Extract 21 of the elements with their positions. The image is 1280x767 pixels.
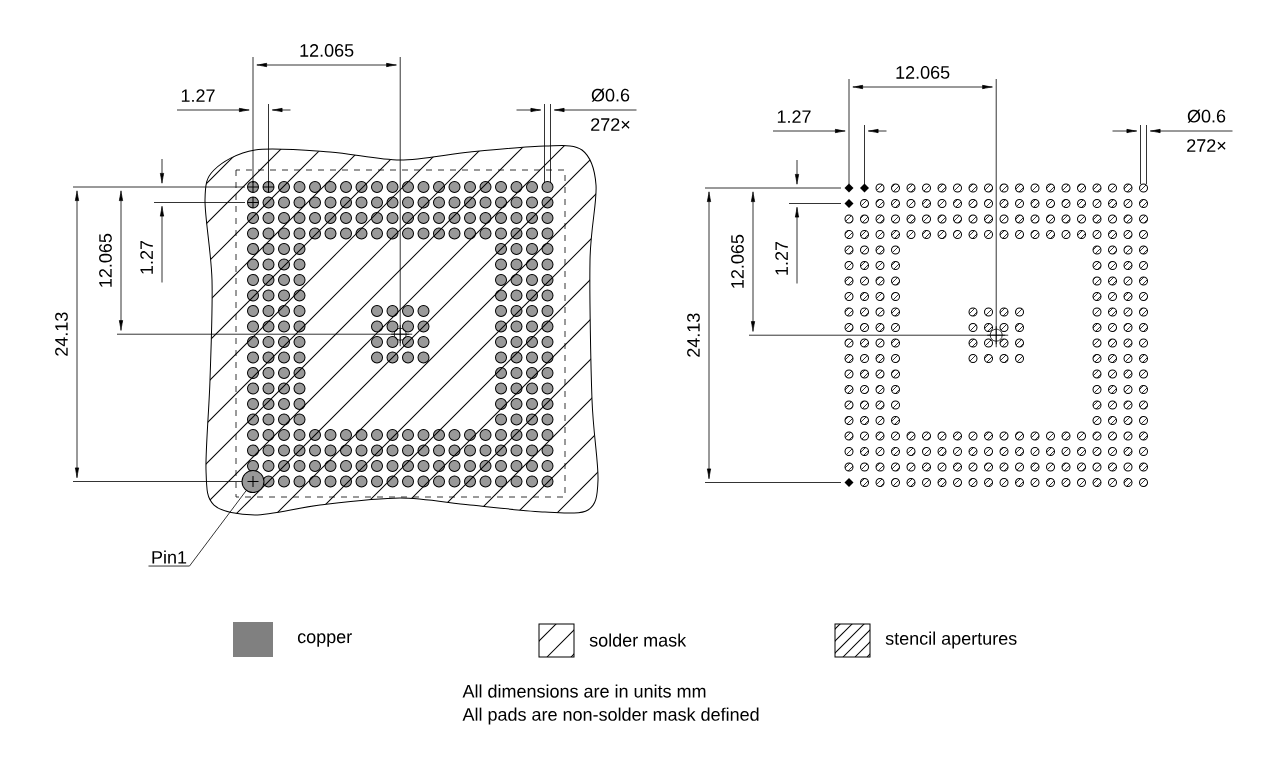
dimension-label: 24.13 (55, 312, 68, 356)
note-text: All pads are non-solder mask defined (462, 707, 759, 725)
dimension-label: 12.065 (731, 234, 744, 288)
dimension-label: 12.065 (99, 233, 112, 287)
dimension-label: 1.27 (140, 240, 153, 274)
dimension-label: 1.27 (181, 89, 215, 102)
legend-label: copper (297, 633, 352, 647)
note-text: All dimensions are in units mm (462, 684, 706, 698)
dimension-label: Ø0.6 (1187, 109, 1226, 123)
dimension-label: Ø0.6 (591, 88, 630, 102)
pin-label: Pin1 (152, 550, 187, 564)
dimension-label: 12.065 (300, 44, 354, 57)
leader-line (148, 490, 247, 567)
legend-label: solder mask (589, 633, 687, 647)
dimension-label: 272× (591, 118, 630, 131)
legend-label: stencil apertures (885, 631, 1017, 649)
dimension-label: 12.065 (896, 66, 950, 79)
dimension-label: 1.27 (775, 241, 788, 275)
dimension-label: 24.13 (687, 313, 700, 357)
dimension-label: 1.27 (777, 110, 811, 123)
dimension-label: 272× (1187, 139, 1226, 152)
